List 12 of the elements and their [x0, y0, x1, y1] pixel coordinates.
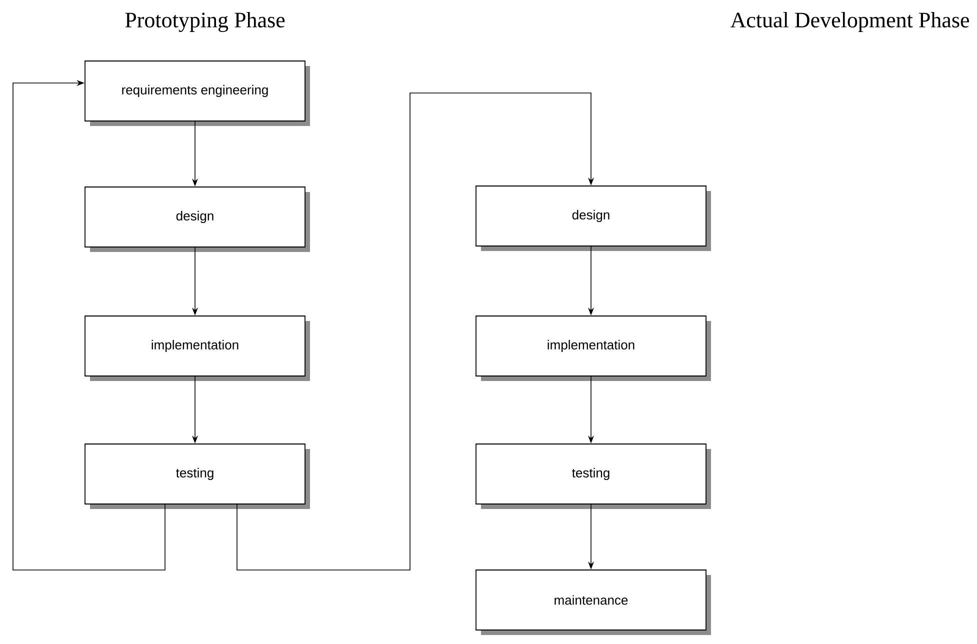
- phase-heading: Actual Development Phase: [730, 12, 969, 32]
- process-box: testing: [84, 444, 310, 509]
- process-box: implementation: [476, 316, 711, 381]
- process-box: maintenance: [476, 570, 711, 635]
- process-box: implementation: [84, 316, 310, 381]
- process-box: testing: [476, 444, 711, 509]
- phase-heading: Prototyping Phase: [125, 12, 285, 32]
- process-box: design: [84, 186, 310, 252]
- arrow: [12, 80, 166, 570]
- arrow: [236, 92, 594, 570]
- process-box: requirements engineering: [84, 60, 310, 126]
- process-box: design: [476, 186, 711, 251]
